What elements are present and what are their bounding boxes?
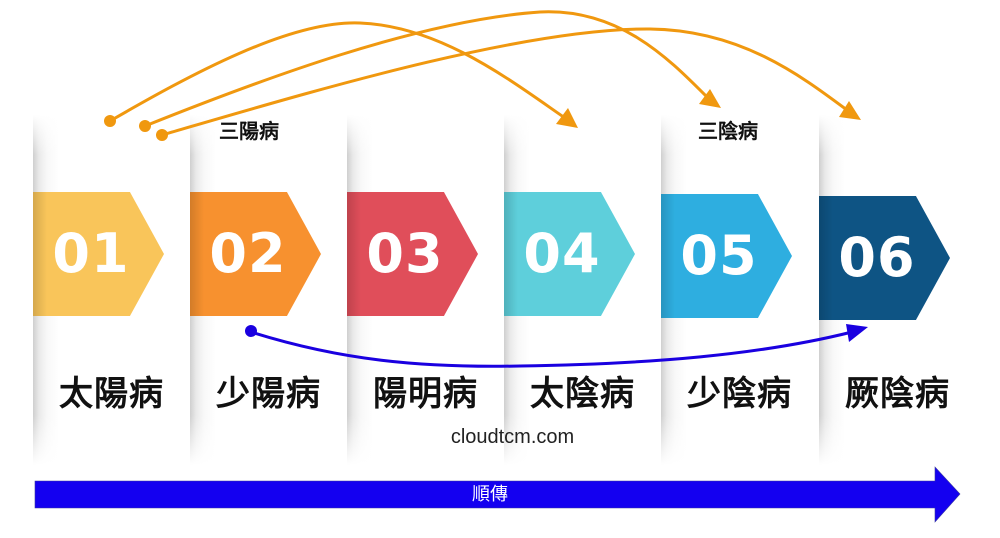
flow-arrow-label: 順傳: [472, 484, 508, 505]
stage-label-jueyin: 厥陰病: [845, 374, 950, 414]
stage-number: 01: [52, 222, 130, 285]
orange-connector-01-06: [156, 27, 861, 141]
stage-number: 04: [523, 222, 601, 285]
stage-number: 05: [680, 224, 758, 287]
stage-number: 03: [366, 222, 444, 285]
stage-label-taiyang: 太陽病: [59, 374, 164, 414]
three-yin-label: 三陰病: [698, 119, 758, 143]
stage-number: 02: [209, 222, 287, 285]
blue-connector-02-06: [245, 324, 868, 368]
orange-connector-01-04: [104, 21, 578, 128]
three-yang-label: 三陽病: [219, 119, 279, 143]
stage-label-shaoyin: 少陰病: [687, 374, 792, 414]
stage-label-shaoyang: 少陽病: [216, 374, 321, 414]
flow-direction-arrow: [34, 466, 961, 523]
orange-connector-01-05: [139, 10, 721, 132]
stage-label-yangming: 陽明病: [373, 374, 478, 414]
stage-number: 06: [838, 226, 916, 289]
stage-badge-01: 01: [33, 192, 164, 316]
stage-column-2: [190, 115, 347, 465]
watermark-text: cloudtcm.com: [450, 426, 575, 448]
stage-label-taiyin: 太陰病: [530, 374, 635, 414]
